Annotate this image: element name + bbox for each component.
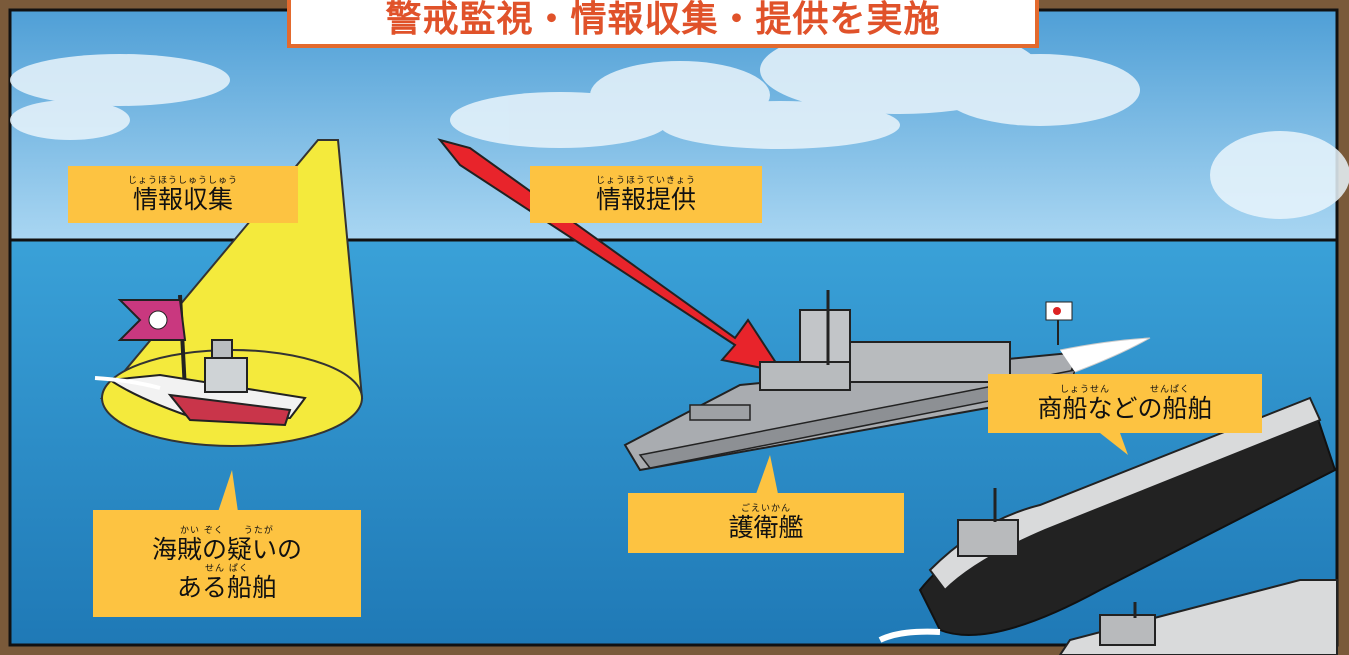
pointer-pirate (218, 470, 238, 512)
label-suspected-pirate-ship: かい ぞく うたが 海賊の疑いの せん ぱく ある船舶 (93, 510, 361, 617)
ruby-suspected-line2: せん ぱく (205, 563, 249, 574)
pointer-merchant (1100, 433, 1128, 455)
ruby-escort-ship: ごえいかん (740, 504, 791, 514)
text-suspected-line2: ある船舶 (176, 572, 277, 602)
ruby-info-collection: じょうほうしゅうしゅう (127, 175, 238, 186)
clouds (10, 26, 1349, 219)
pirate-boat (94, 294, 307, 427)
tanker-ship-1 (878, 396, 1337, 643)
page-title: 警戒監視・情報収集・提供を実施 (385, 0, 941, 40)
label-info-collection: じょうほうしゅうしゅう 情報収集 (68, 166, 298, 223)
text-info-provision: 情報提供 (595, 184, 696, 214)
text-info-collection: 情報収集 (132, 184, 233, 214)
text-suspected-line1: 海賊の疑いの (151, 534, 302, 564)
text-merchant-ships: 商船などの船舶 (1037, 393, 1213, 423)
label-merchant-ships: しょうせん せんぱく 商船などの船舶 (988, 374, 1262, 433)
ruby-merchant-ships: しょうせん せんぱく (1059, 384, 1190, 395)
ruby-info-provision: じょうほうていきょう (595, 175, 696, 186)
label-escort-ship: ごえいかん 護衛艦 (628, 493, 904, 553)
title-banner: 警戒監視・情報収集・提供を実施 (287, 0, 1039, 48)
tanker-ship-2 (1058, 579, 1338, 655)
escort-destroyer (623, 290, 1151, 472)
text-escort-ship: 護衛艦 (728, 513, 804, 542)
pointer-escort (756, 455, 778, 494)
ruby-suspected-line1: かい ぞく うたが (180, 525, 274, 536)
label-info-provision: じょうほうていきょう 情報提供 (530, 166, 762, 223)
